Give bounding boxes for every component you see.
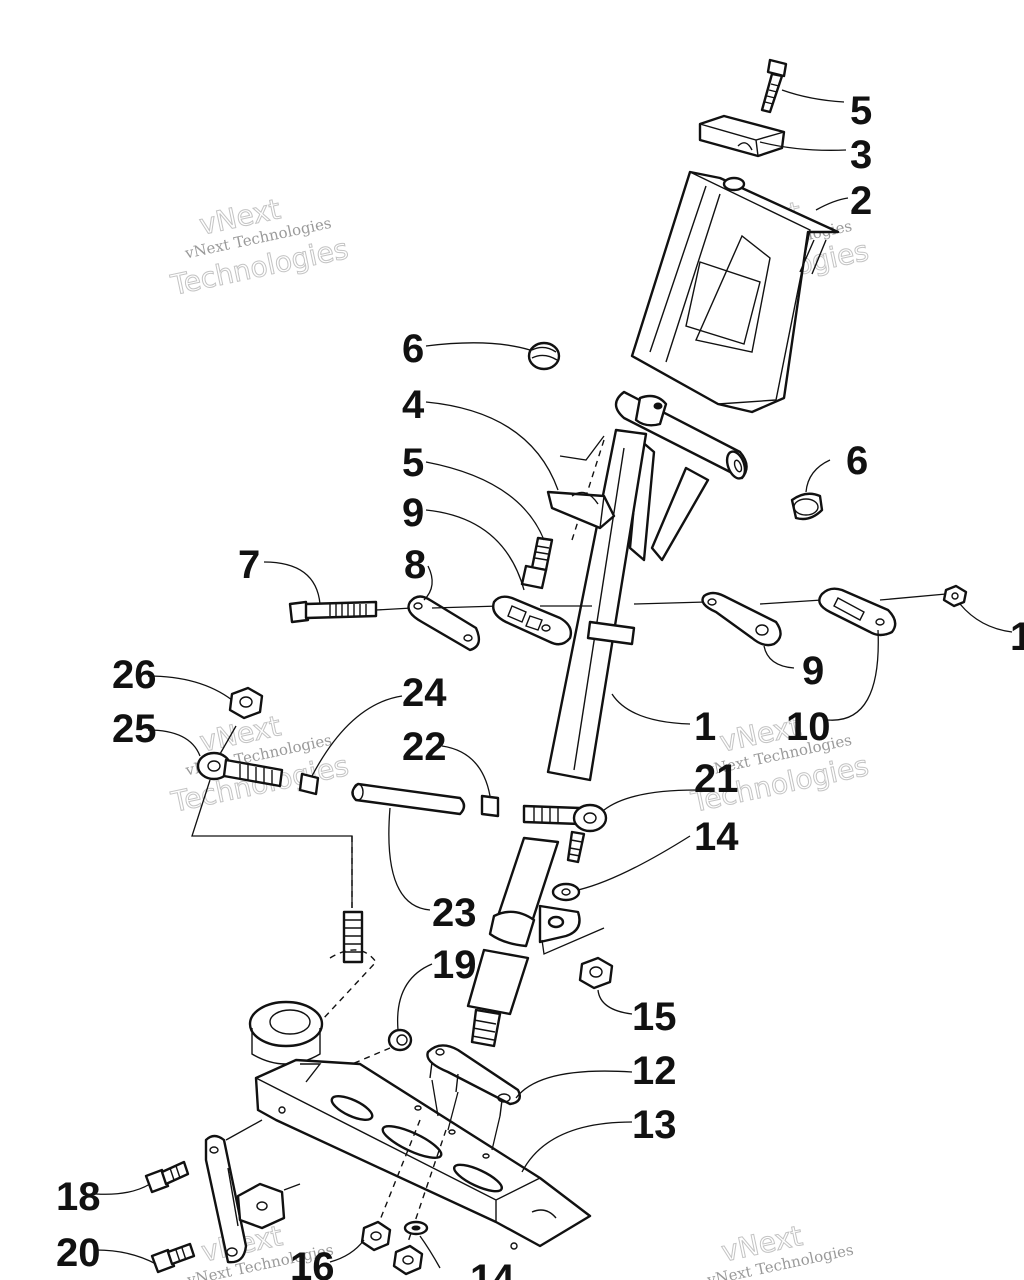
part-9-arm-left [492, 595, 573, 646]
part-5-top-screw [760, 58, 788, 114]
callout-21: 21 [694, 757, 739, 801]
part-1-steering-post [466, 390, 748, 1048]
part-19-bushing [387, 1028, 413, 1052]
callout-16: 16 [290, 1245, 335, 1280]
part-2-bracket [630, 170, 840, 414]
callout-14-top: 14 [694, 815, 739, 859]
callout-1-edge: 1 [1010, 615, 1024, 659]
callout-15: 15 [632, 995, 677, 1039]
callout-22: 22 [402, 725, 447, 769]
callout-9-left: 9 [402, 491, 424, 535]
part-7-bolt [288, 600, 378, 624]
part-14-washer-bottom [403, 1220, 429, 1236]
part-4-clamp [546, 490, 616, 530]
callout-18: 18 [56, 1175, 101, 1219]
part-spacer-hex [236, 1182, 301, 1230]
callout-5-lower: 5 [402, 441, 424, 485]
callout-13: 13 [632, 1103, 677, 1147]
callout-26: 26 [112, 653, 157, 697]
part-16-nut-b [392, 1244, 424, 1276]
part-3-clamp [698, 114, 786, 158]
callout-7: 7 [238, 543, 260, 587]
part-14-washer [551, 882, 581, 902]
part-11-nut [942, 584, 968, 608]
part-15-nut [578, 956, 614, 990]
callout-3: 3 [850, 133, 872, 177]
part-20-bolt [150, 1242, 196, 1274]
leader-lines [95, 89, 1013, 1269]
part-24-jam-nut [298, 772, 320, 796]
callout-24: 24 [402, 671, 447, 715]
callout-10: 10 [786, 705, 831, 749]
callout-12: 12 [632, 1049, 677, 1093]
part-9-arm-right [701, 591, 782, 647]
pitman-arm-outline [248, 910, 377, 1065]
part-bracket-side [204, 1119, 263, 1264]
part-23-tube [351, 782, 466, 816]
callout-1: 1 [694, 705, 716, 749]
callout-20: 20 [56, 1231, 101, 1275]
callout-14-bottom: 14 [470, 1257, 515, 1280]
callout-5-top: 5 [850, 89, 872, 133]
part-12-plate [426, 1044, 521, 1117]
watermark-left-top: vNext vNext Technologies Technologies [167, 192, 352, 303]
part-22-jam-nut [480, 794, 500, 818]
callout-23: 23 [432, 891, 477, 935]
callout-2: 2 [850, 179, 872, 223]
callout-8: 8 [404, 543, 426, 587]
callout-6-right: 6 [846, 439, 868, 483]
part-6-plug-right [790, 492, 824, 521]
part-25-rod-end [196, 751, 284, 788]
callout-6-left: 6 [402, 327, 424, 371]
part-26-nut [228, 686, 264, 720]
watermark-right-bottom: vNext vNext Technologies [705, 1219, 855, 1280]
part-13-frame [254, 1058, 592, 1250]
part-16-nut [360, 1220, 392, 1252]
part-21-rod-end [522, 803, 608, 864]
callout-19: 19 [432, 943, 477, 987]
part-10-slotted-link [818, 587, 897, 637]
part-6-plug-left [527, 341, 561, 371]
part-8-link [407, 595, 481, 652]
part-5-lower-screw [520, 536, 554, 590]
callout-25: 25 [112, 707, 157, 751]
part-18-bolt [144, 1160, 190, 1194]
callout-numbers: 5 3 2 6 4 6 5 9 7 8 1 9 26 24 25 1 10 22… [56, 89, 1024, 1280]
callout-4: 4 [402, 383, 425, 427]
callout-9-right: 9 [802, 649, 824, 693]
